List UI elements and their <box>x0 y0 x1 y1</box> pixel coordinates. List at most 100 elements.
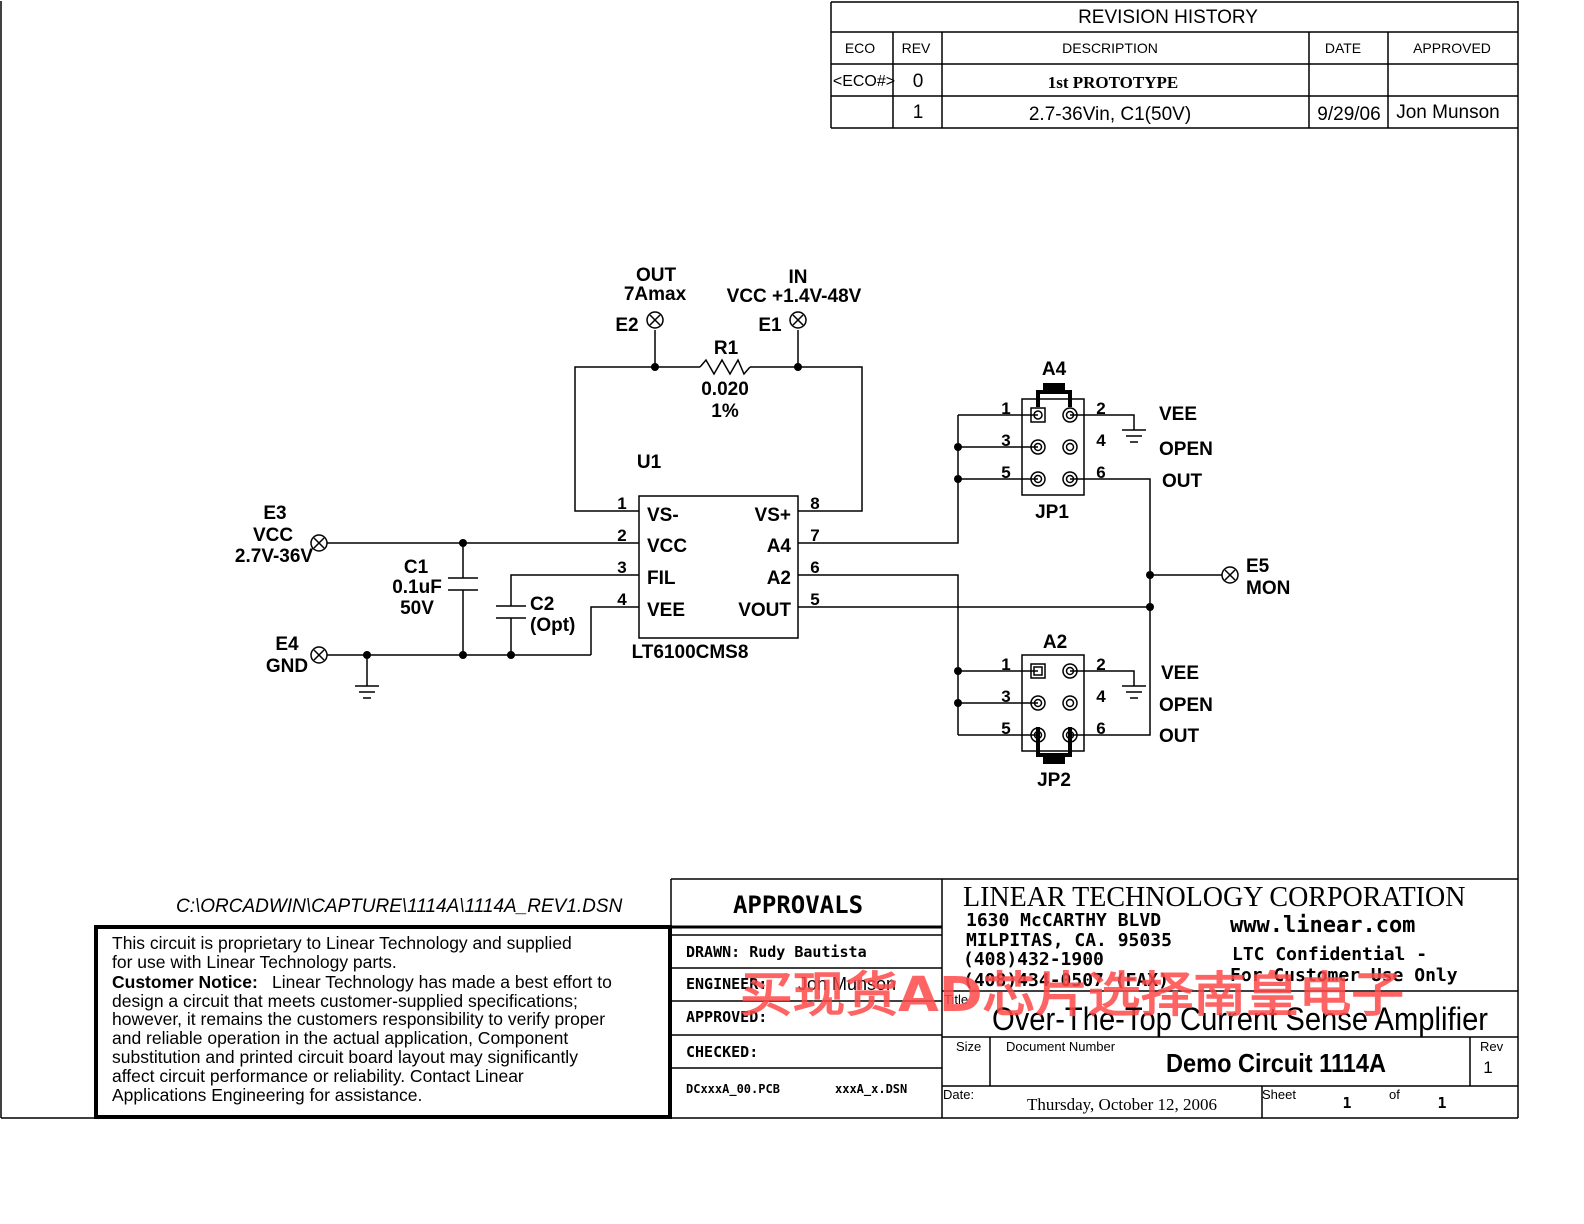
jp2-label-vee: VEE <box>1161 663 1199 684</box>
u1-pin8-name: VS+ <box>755 505 791 526</box>
jumper-shunt-icon <box>1036 383 1072 407</box>
approvals-approved: APPROVED: <box>686 1008 767 1026</box>
notice-body-line4: and reliable operation in the actual app… <box>112 1028 568 1048</box>
rev-row0-eco: <ECO#> <box>833 73 895 90</box>
file-path: C:\ORCADWIN\CAPTURE\1114A\1114A_REV1.DSN <box>176 896 623 917</box>
e1-ref: E1 <box>758 315 782 336</box>
approvals-pcb-file: DCxxxA_00.PCB <box>686 1082 780 1097</box>
jp1-pin1: 1 <box>1001 399 1010 418</box>
jp2-pin5: 5 <box>1001 719 1010 738</box>
rev-value: 1 <box>1483 1058 1492 1077</box>
notice-line1: This circuit is proprietary to Linear Te… <box>112 933 572 953</box>
rev-header-rev: REV <box>902 40 931 56</box>
jumper-jp1: A4 JP1 1 2 3 4 5 6 VEE OPEN OUT <box>1001 359 1213 523</box>
u1-pin3-num: 3 <box>617 558 626 577</box>
approvals-engineer: Jon Munson <box>798 974 896 994</box>
e5-line1: MON <box>1246 578 1290 599</box>
approvals-title: APPROVALS <box>733 891 863 919</box>
r1-value: 0.020 <box>701 379 749 400</box>
e2-ref: E2 <box>615 315 638 336</box>
jumper-body <box>1021 654 1085 752</box>
ground-icon <box>355 685 379 699</box>
jp2-pin2: 2 <box>1096 655 1105 674</box>
approvals-block: APPROVALS DRAWN: Rudy Bautista ENGINEER:… <box>670 878 1518 1118</box>
approvals-checked: CHECKED: <box>686 1043 758 1061</box>
jp1-label-open: OPEN <box>1159 439 1213 460</box>
capacitor-c1: C1 0.1uF 50V <box>392 557 478 619</box>
rev-row1-description: 2.7-36Vin, C1(50V) <box>1029 104 1191 125</box>
sheet-label: Sheet <box>1262 1087 1296 1102</box>
r1-ref: R1 <box>714 338 739 359</box>
rev-header-date: DATE <box>1325 40 1361 56</box>
jumper-shunt-icon <box>1036 727 1072 764</box>
e3-line1: VCC <box>253 525 293 546</box>
jumper-body <box>1021 398 1085 496</box>
u1-pin7-num: 7 <box>810 526 819 545</box>
approvals-drawn: DRAWN: Rudy Bautista <box>686 943 867 961</box>
rev-header-eco: ECO <box>845 40 875 56</box>
u1-pin4-num: 4 <box>617 590 627 609</box>
jp1-pin2: 2 <box>1096 399 1105 418</box>
jp2-pin3: 3 <box>1001 687 1010 706</box>
revision-history-table: REVISION HISTORY ECO REV DESCRIPTION DAT… <box>830 1 1518 129</box>
u1-pin5-num: 5 <box>810 590 819 609</box>
resistor-r1: R1 0.020 1% <box>699 338 751 422</box>
ground-icon <box>1122 429 1146 443</box>
e4-line1: GND <box>266 656 308 677</box>
ic-body <box>638 495 799 639</box>
jp1-pin6: 6 <box>1096 463 1105 482</box>
jumper-pins <box>1030 663 1078 743</box>
e2-line1: OUT <box>636 265 677 286</box>
ic-u1: U1 LT6100CMS8 1 2 3 4 VS- VCC FIL VEE 8 … <box>617 452 819 663</box>
ground-icon <box>1122 685 1146 699</box>
rev-row0-description: 1st PROTOTYPE <box>1048 73 1179 92</box>
junction-dots <box>363 363 1154 707</box>
u1-pin4-name: VEE <box>647 600 685 621</box>
u1-ref: U1 <box>637 452 662 473</box>
title-block: LINEAR TECHNOLOGY CORPORATION 1630 McCAR… <box>942 882 1518 1118</box>
jp1-ref: JP1 <box>1035 502 1069 523</box>
r1-tolerance: 1% <box>711 401 739 422</box>
capacitor-icon <box>496 605 526 619</box>
u1-pin1-num: 1 <box>617 494 626 513</box>
notice-body-line6: affect circuit performance or reliabilit… <box>112 1066 524 1086</box>
rev-header-approved: APPROVED <box>1413 40 1491 56</box>
company-address2: MILPITAS, CA. 95035 <box>966 930 1172 951</box>
jp2-pin6: 6 <box>1096 719 1105 738</box>
e4-ref: E4 <box>275 634 299 655</box>
rev-row1-date: 9/29/06 <box>1317 104 1380 125</box>
u1-pin2-num: 2 <box>617 526 626 545</box>
jumper-pins <box>1030 407 1078 487</box>
jp1-label-out: OUT <box>1162 471 1203 492</box>
doc-number-label: Document Number <box>1006 1039 1116 1054</box>
jp1-label-vee: VEE <box>1159 404 1197 425</box>
rev-row1-approved: Jon Munson <box>1396 102 1500 123</box>
company-fax: (408)434-0507 (FAX) <box>963 970 1169 991</box>
u1-pin2-name: VCC <box>647 536 687 557</box>
jp1-pin4: 4 <box>1096 431 1106 450</box>
jp1-pin5: 5 <box>1001 463 1010 482</box>
notice-body-line7: Applications Engineering for assistance. <box>112 1085 422 1105</box>
notice-body-line5: substitution and printed circuit board l… <box>112 1047 578 1067</box>
terminal-e1: IN VCC +1.4V-48V E1 <box>727 267 862 336</box>
revision-history-title: REVISION HISTORY <box>1078 7 1258 28</box>
of-value: 1 <box>1437 1094 1446 1112</box>
sheet-value: 1 <box>1342 1094 1351 1112</box>
notice-line2: for use with Linear Technology parts. <box>112 952 397 972</box>
title-label: Title <box>944 992 968 1007</box>
jp2-shunt-label: A2 <box>1043 632 1067 653</box>
jp2-pin4: 4 <box>1096 687 1106 706</box>
size-label: Size <box>956 1039 981 1054</box>
c2-ref: C2 <box>530 594 554 615</box>
jp1-shunt-label: A4 <box>1042 359 1067 380</box>
terminal-icon <box>310 646 328 664</box>
c1-value: 0.1uF <box>392 577 442 598</box>
e1-line2: VCC +1.4V-48V <box>727 286 862 307</box>
rev-header-description: DESCRIPTION <box>1062 40 1158 56</box>
jp2-pin1: 1 <box>1001 655 1010 674</box>
capacitor-icon <box>448 577 478 591</box>
approvals-dsn-file: xxxA_x.DSN <box>835 1082 907 1097</box>
e2-line2: 7Amax <box>624 284 687 305</box>
doc-number: Demo Circuit 1114A <box>1166 1048 1386 1078</box>
